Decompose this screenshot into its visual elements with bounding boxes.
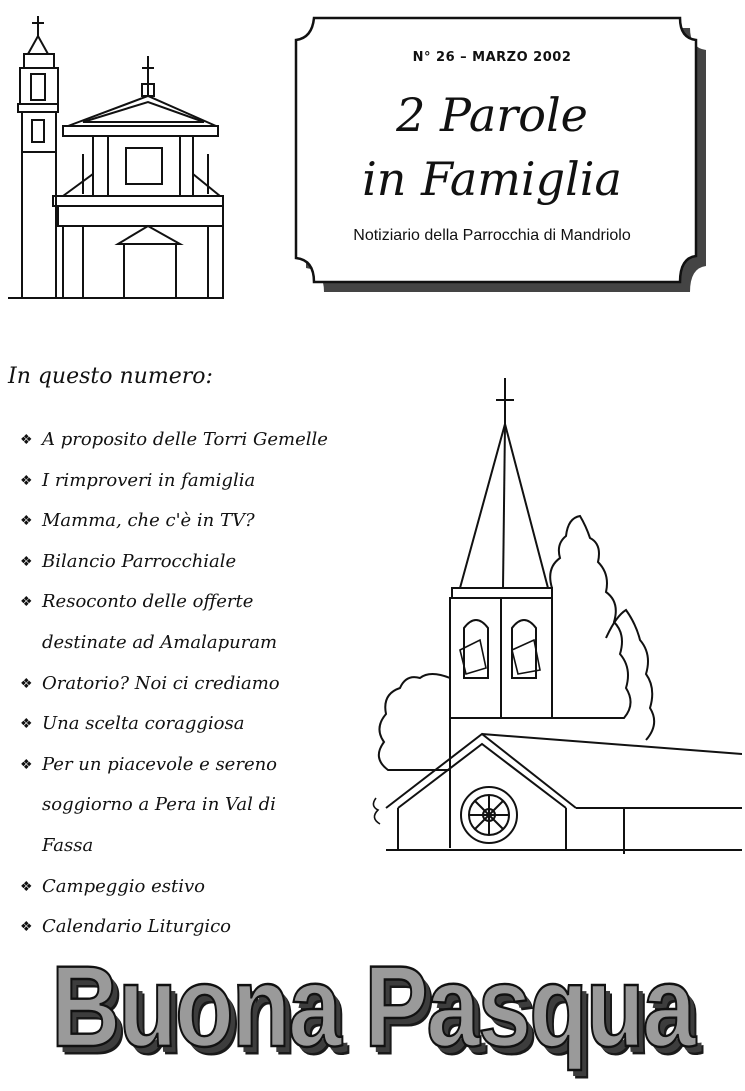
issue-number: N° 26 – MARZO 2002 <box>412 50 572 65</box>
list-item: ❖ Una scelta coraggiosa <box>20 709 328 750</box>
diamond-bullet-icon: ❖ <box>20 919 33 936</box>
list-item-text: Oratorio? Noi ci crediamo <box>42 672 280 694</box>
list-item-continuation: destinate ad Amalapuram <box>20 628 328 669</box>
title-box: N° 26 – MARZO 2002 2 Parole in Famiglia … <box>292 16 708 294</box>
list-item: ❖ Calendario Liturgico <box>20 912 328 953</box>
contents-heading: In questo numero: <box>8 364 213 389</box>
diamond-bullet-icon: ❖ <box>20 472 33 489</box>
list-item-text: Per un piacevole e sereno <box>42 753 278 775</box>
list-item-continuation: soggiorno a Pera in Val di <box>20 790 328 831</box>
list-item-text: A proposito delle Torri Gemelle <box>42 429 328 450</box>
diamond-bullet-icon: ❖ <box>20 513 33 530</box>
list-item: ❖ Resoconto delle offerte <box>20 587 328 628</box>
list-item-text: soggiorno a Pera in Val di <box>42 794 276 816</box>
diamond-bullet-icon: ❖ <box>20 716 33 733</box>
title-line-1: 2 Parole <box>396 88 588 142</box>
list-item: ❖ A proposito delle Torri Gemelle <box>20 425 328 466</box>
diamond-bullet-icon: ❖ <box>20 594 33 611</box>
title-line-2: in Famiglia <box>362 152 622 206</box>
diamond-bullet-icon: ❖ <box>20 675 33 692</box>
diamond-bullet-icon: ❖ <box>20 553 33 570</box>
list-item: ❖ Bilancio Parrocchiale <box>20 547 328 588</box>
church-facade-icon <box>8 16 224 299</box>
contents-list: ❖ A proposito delle Torri Gemelle ❖ I rimp… <box>20 425 328 953</box>
subtitle: Notiziario della Parrocchia di Mandriolo <box>353 227 631 244</box>
bell-tower-church-icon <box>372 378 742 854</box>
banner-text: Buona Pasqua <box>50 942 697 1072</box>
list-item-text: Resoconto delle offerte <box>42 591 254 613</box>
list-item-text: Bilancio Parrocchiale <box>42 550 237 572</box>
list-item: ❖ Campeggio estivo <box>20 872 328 913</box>
title-box-frame <box>294 16 706 292</box>
list-item: ❖ Oratorio? Noi ci crediamo <box>20 669 328 710</box>
diamond-bullet-icon: ❖ <box>20 756 33 773</box>
list-item-continuation: Fassa <box>20 831 328 872</box>
list-item: ❖ Per un piacevole e sereno <box>20 750 328 791</box>
list-item-text: Campeggio estivo <box>42 875 205 897</box>
diamond-bullet-icon: ❖ <box>20 878 33 895</box>
list-item-text: I rimproveri in famiglia <box>42 469 256 491</box>
list-item-text: Calendario Liturgico <box>42 916 232 938</box>
list-item: ❖ Mamma, che c'è in TV? <box>20 506 328 547</box>
list-item-text: Mamma, che c'è in TV? <box>42 510 255 532</box>
list-item-text: destinate ad Amalapuram <box>42 631 278 653</box>
list-item: ❖ I rimproveri in famiglia <box>20 466 328 507</box>
diamond-bullet-icon: ❖ <box>20 432 33 448</box>
list-item-text: Una scelta coraggiosa <box>42 713 245 735</box>
list-item-text: Fassa <box>42 834 94 856</box>
